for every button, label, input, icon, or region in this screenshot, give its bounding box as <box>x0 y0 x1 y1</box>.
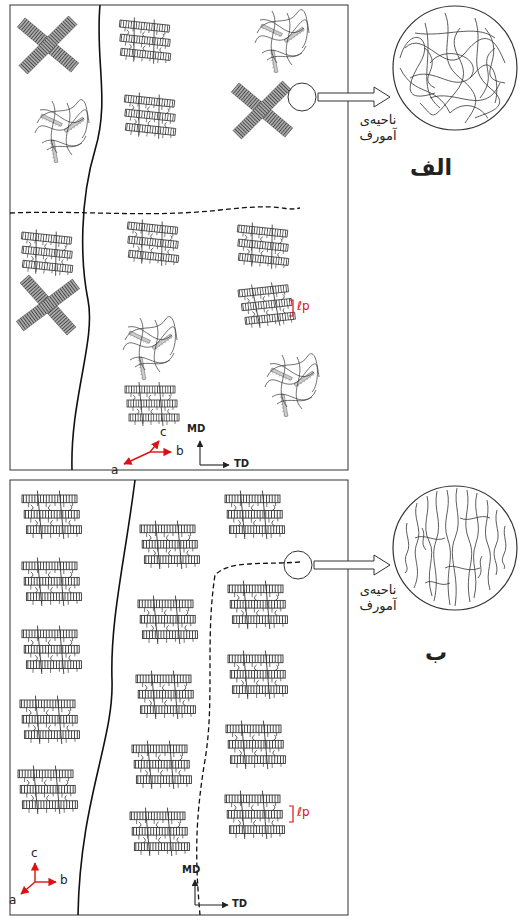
lamellar-stack <box>136 671 195 719</box>
lamellar-stack <box>121 91 179 140</box>
lamellar-stack <box>132 741 191 789</box>
lamellar-stack <box>124 218 182 267</box>
oriented-chains <box>405 488 506 606</box>
crossed-lamellae <box>231 81 292 139</box>
lamellar-stack <box>22 491 81 539</box>
lamella-cluster <box>123 317 177 380</box>
boundary-line <box>78 480 135 915</box>
md-arrow <box>194 880 195 905</box>
axis-b <box>35 881 56 882</box>
axis-label: c <box>31 846 38 860</box>
dashed-boundary <box>197 562 300 915</box>
axis-label: a <box>111 463 118 477</box>
axis-b <box>150 451 171 452</box>
lamellar-stack <box>125 382 179 426</box>
panel-frame <box>10 480 348 915</box>
zoom-arrow <box>318 87 390 107</box>
td-arrow <box>200 464 229 465</box>
zoom-view <box>393 486 517 610</box>
zoom-view <box>393 6 517 130</box>
crossed-lamellae <box>14 272 83 338</box>
lamellar-stack <box>116 16 174 65</box>
lamellar-stack <box>18 766 77 814</box>
axis-label: a <box>9 893 16 907</box>
zoom-circle <box>393 6 517 130</box>
lamella-cluster <box>265 354 319 417</box>
lamellar-stack <box>22 626 81 674</box>
lamellar-stack <box>225 791 284 839</box>
zoom-circle <box>393 486 517 610</box>
lamellar-stack <box>225 491 284 539</box>
lamellar-stack <box>18 228 76 277</box>
random-coil-chains <box>400 13 505 123</box>
axis-a <box>21 882 35 894</box>
axis-c <box>150 441 159 452</box>
region-label: ناحیه‌ی آمورف <box>340 582 416 613</box>
axis-a <box>124 452 150 464</box>
region-label: ناحیه‌ی آمورف <box>340 112 416 143</box>
lamellar-stack <box>226 721 285 769</box>
lamella-cluster <box>35 100 89 163</box>
lamellar-stack <box>138 596 197 644</box>
panel-frame <box>10 5 348 470</box>
panel-label: الف <box>410 155 452 181</box>
long-period-label: ℓp <box>297 805 310 819</box>
lamellar-stack <box>228 651 287 699</box>
lamellar-stack <box>228 581 287 629</box>
lamella-cluster <box>255 10 309 73</box>
axis-label: c <box>160 425 167 439</box>
crossed-lamellae <box>17 16 78 74</box>
lamellar-stack <box>20 696 79 744</box>
zoom-arrow <box>314 555 390 575</box>
long-period-label: ℓp <box>297 299 310 313</box>
zoom-spot <box>284 551 312 579</box>
direction-label: TD <box>232 898 247 910</box>
direction-label: MD <box>187 423 205 435</box>
dashed-boundary <box>10 207 300 214</box>
md-arrow <box>199 441 200 465</box>
panel-label: ب <box>425 640 447 666</box>
lamellar-stack <box>234 221 292 270</box>
zoom-spot <box>288 83 316 111</box>
axis-label: b <box>176 444 184 458</box>
lamellar-stack <box>238 280 296 329</box>
boundary-line <box>72 5 102 470</box>
direction-label: TD <box>234 458 249 470</box>
lamellar-stack <box>22 558 81 606</box>
long-period-bracket <box>289 300 293 316</box>
long-period-bracket <box>289 806 293 822</box>
axis-label: b <box>60 873 68 887</box>
lamellar-stack <box>140 521 199 569</box>
axis-c <box>34 863 35 882</box>
lamellar-stack <box>130 808 189 856</box>
direction-label: MD <box>182 864 200 876</box>
td-arrow <box>195 904 228 905</box>
